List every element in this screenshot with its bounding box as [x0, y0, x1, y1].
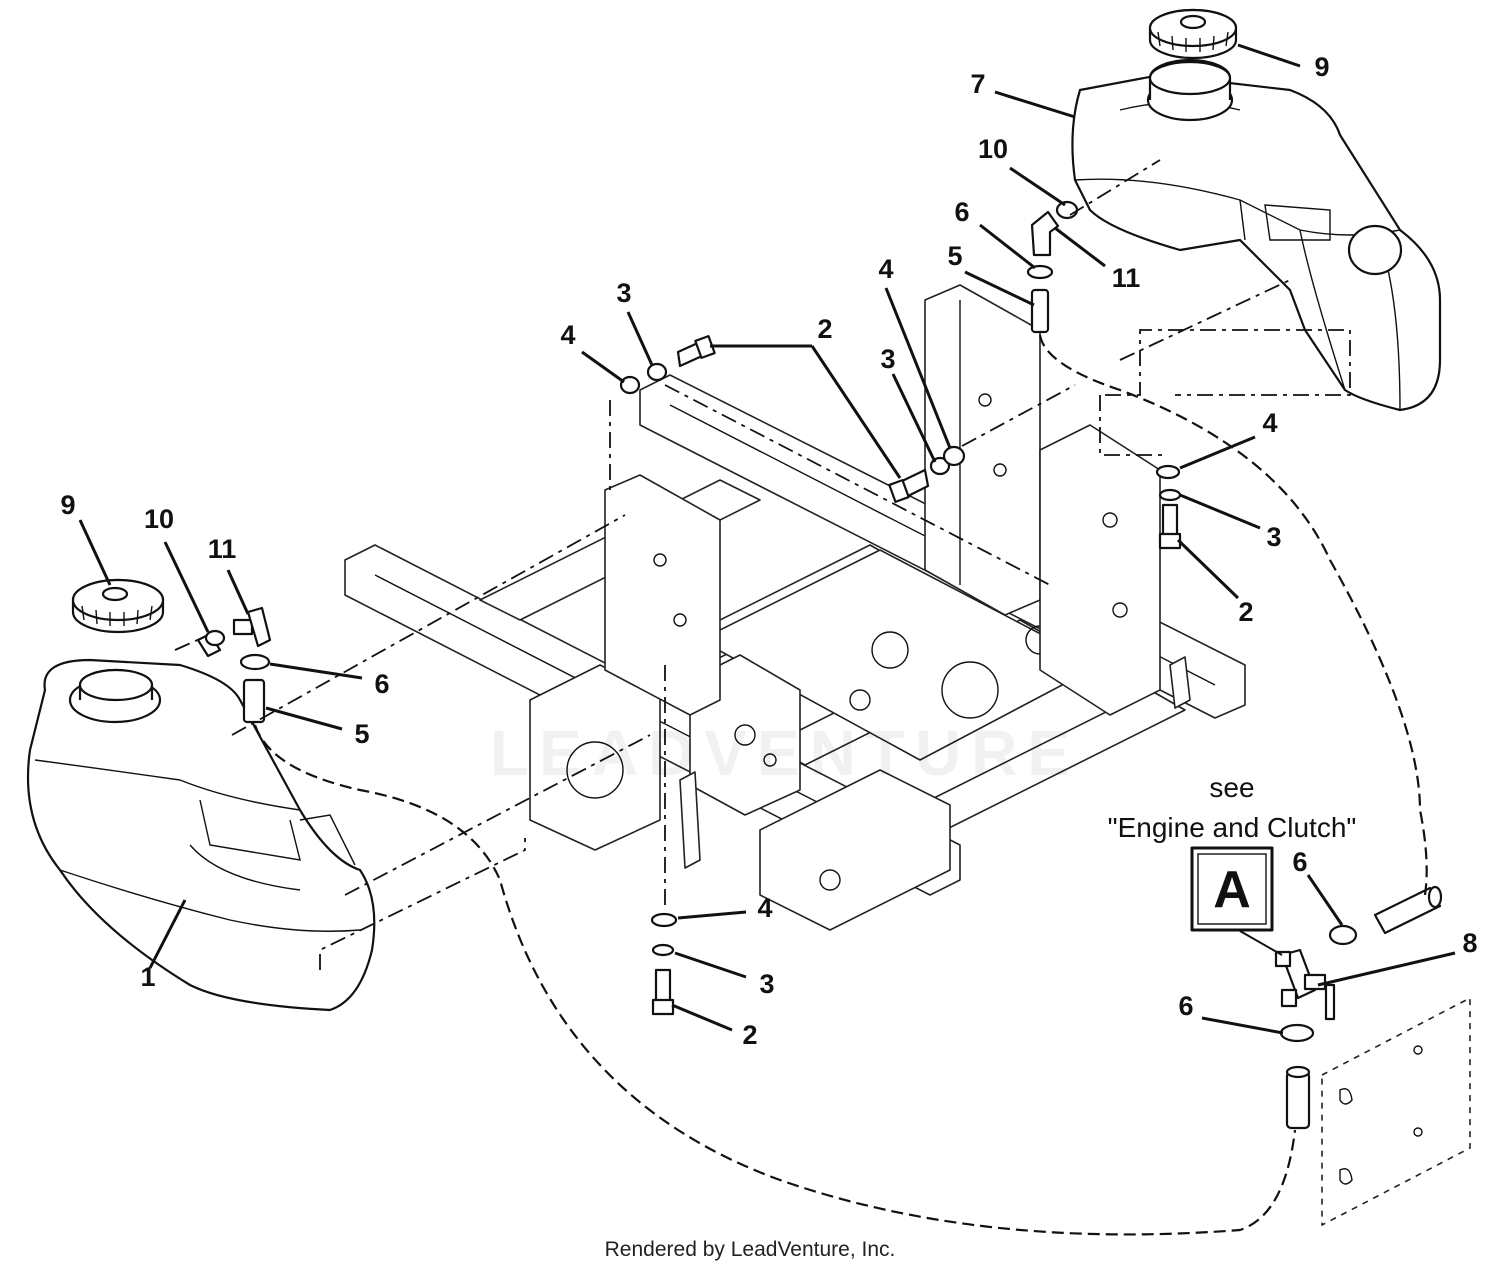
- callout-9-left: 9: [60, 490, 75, 520]
- callout-3-bottom: 3: [759, 969, 774, 999]
- bottom-bolt: [651, 968, 675, 1016]
- footer-credit: Rendered by LeadVenture, Inc.: [605, 1238, 896, 1261]
- callout-5-right: 5: [947, 241, 962, 271]
- callout-2-top: 2: [817, 314, 832, 344]
- shutoff-valve: [1274, 948, 1336, 1021]
- right-mount-washer-a: [1155, 464, 1181, 480]
- bottom-washer-b: [651, 943, 675, 957]
- top-washer-b: [619, 375, 641, 395]
- callout-6-valve-top: 6: [1292, 847, 1307, 877]
- watermark-text: LEADVENTURE: [490, 717, 1080, 789]
- valve-lower-clamp: [1279, 1023, 1315, 1043]
- reference-box-letter: A: [1213, 861, 1251, 919]
- right-mount-washer-b: [1158, 488, 1182, 502]
- callout-labels: 9 7 10 6 11 5 4 3 4 3 2 4 3 2 9 10 11 6 …: [60, 52, 1477, 1050]
- alignment-lines: [174, 159, 1351, 970]
- callout-3-top-center: 3: [880, 344, 895, 374]
- upper-valve-hose: [1373, 885, 1443, 935]
- callout-4-top-left: 4: [560, 320, 575, 350]
- left-fuel-tank: [26, 658, 376, 1012]
- callout-5-left: 5: [354, 719, 369, 749]
- callout-1: 1: [140, 962, 155, 992]
- top-washer-a: [646, 362, 668, 382]
- callout-11-left: 11: [208, 534, 237, 564]
- right-fuel-tank: [1071, 73, 1442, 412]
- left-hose-clamp: [239, 653, 271, 671]
- left-fuel-cap: [71, 578, 165, 634]
- right-grommet: [1055, 200, 1079, 220]
- top-bolt: [676, 335, 716, 368]
- callout-11-right: 11: [1112, 263, 1141, 293]
- center-bolt: [888, 468, 930, 503]
- right-hose-clamp: [1026, 264, 1054, 280]
- callout-3-top-left: 3: [616, 278, 631, 308]
- left-elbow-fitting: [232, 606, 272, 648]
- callout-2-right-mount: 2: [1238, 597, 1253, 627]
- callout-9-right: 9: [1314, 52, 1329, 82]
- callout-6-valve-bottom: 6: [1178, 991, 1193, 1021]
- left-grommet: [196, 629, 226, 658]
- callout-4-right-mount: 4: [1262, 408, 1277, 438]
- right-elbow-fitting: [1030, 210, 1060, 257]
- bottom-washer-a: [650, 912, 678, 928]
- fuel-hose-routing: [253, 334, 1428, 1236]
- callout-6-right: 6: [954, 197, 969, 227]
- chassis-frame: [344, 284, 1246, 931]
- lower-valve-hose: [1285, 1065, 1311, 1130]
- right-mount-bolt: [1158, 503, 1182, 550]
- callout-10-right: 10: [978, 134, 1008, 164]
- note-engine-and-clutch: "Engine and Clutch": [1108, 812, 1357, 843]
- center-washer-b: [942, 445, 966, 467]
- reference-box-a: A: [1190, 846, 1283, 956]
- callout-8: 8: [1462, 928, 1477, 958]
- engine-side-panel: [1321, 997, 1471, 1226]
- note-see: see: [1209, 772, 1254, 803]
- callout-3-right-mount: 3: [1266, 522, 1281, 552]
- right-fuel-cap: [1148, 8, 1238, 60]
- callout-2-bottom: 2: [742, 1020, 757, 1050]
- right-short-hose: [1030, 288, 1050, 334]
- right-filler-neck: [1146, 58, 1234, 122]
- valve-upper-clamp: [1328, 924, 1358, 946]
- left-short-hose: [242, 678, 266, 724]
- callout-4-top-center: 4: [878, 254, 893, 284]
- callout-10-left: 10: [144, 504, 174, 534]
- center-washer-a: [929, 456, 951, 476]
- callout-4-bottom: 4: [757, 893, 772, 923]
- callout-7: 7: [970, 69, 985, 99]
- callout-6-left: 6: [374, 669, 389, 699]
- leader-lines: [78, 43, 1456, 1035]
